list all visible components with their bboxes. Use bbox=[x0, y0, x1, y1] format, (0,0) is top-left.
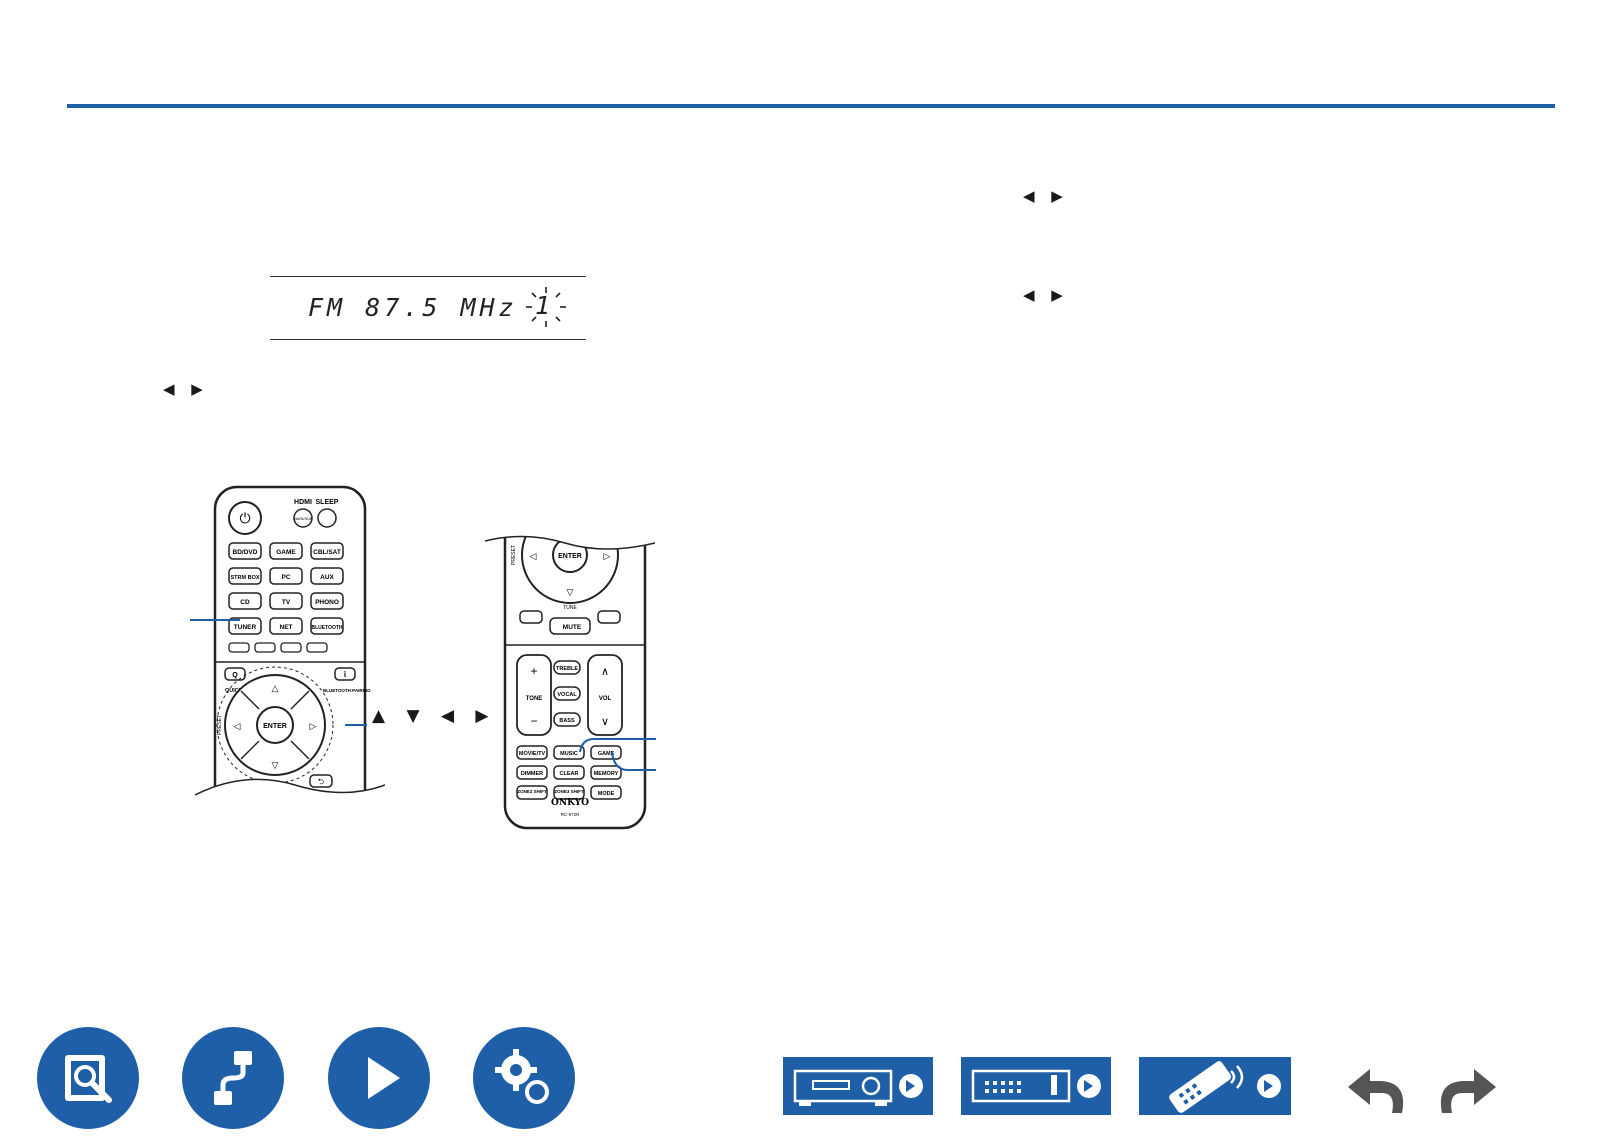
left-right-arrows-1: ◀ ▶ bbox=[1023, 187, 1069, 205]
svg-text:▷: ▷ bbox=[604, 551, 611, 561]
svg-text:MEMORY: MEMORY bbox=[594, 771, 619, 777]
svg-text:◁: ◁ bbox=[530, 551, 537, 561]
header-rule bbox=[67, 104, 1555, 108]
connection-cable-icon[interactable] bbox=[182, 1027, 284, 1129]
svg-text:HDMI: HDMI bbox=[294, 499, 312, 506]
tuner-display: FM 87.5 MHz 1 bbox=[270, 276, 586, 340]
dpad-arrows: ▲ ▼ ◀ ▶ bbox=[372, 706, 497, 726]
callout-dpad bbox=[345, 724, 367, 726]
remote-controller-icon[interactable] bbox=[1139, 1057, 1291, 1115]
svg-text:MODE: MODE bbox=[598, 791, 615, 797]
svg-text:ONKYO: ONKYO bbox=[551, 798, 589, 808]
svg-text:PRESET: PRESET bbox=[511, 545, 517, 565]
svg-text:MAIN/SUB: MAIN/SUB bbox=[293, 516, 313, 521]
svg-text:▽: ▽ bbox=[272, 760, 279, 770]
svg-text:BLUETOOTH PAIRING: BLUETOOTH PAIRING bbox=[323, 688, 371, 693]
svg-text:∧: ∧ bbox=[601, 666, 609, 678]
svg-text:ZONE3 SHIFT: ZONE3 SHIFT bbox=[554, 789, 584, 794]
playback-icon[interactable] bbox=[328, 1027, 430, 1129]
svg-text:VOCAL: VOCAL bbox=[557, 692, 577, 698]
callout-tuner bbox=[190, 619, 240, 621]
svg-text:TUNE: TUNE bbox=[563, 605, 577, 611]
svg-text:Q: Q bbox=[232, 672, 238, 679]
svg-text:BD/DVD: BD/DVD bbox=[233, 549, 258, 556]
left-right-arrows-3: ◀ ▶ bbox=[163, 380, 209, 398]
svg-text:TV: TV bbox=[282, 599, 291, 606]
svg-text:⏻: ⏻ bbox=[239, 511, 250, 527]
svg-text:▽: ▽ bbox=[567, 587, 574, 597]
svg-text:GAME: GAME bbox=[276, 549, 296, 556]
svg-text:△: △ bbox=[272, 683, 279, 693]
svg-text:TREBLE: TREBLE bbox=[556, 666, 578, 672]
svg-text:DIMMER: DIMMER bbox=[521, 771, 543, 777]
svg-text:PC: PC bbox=[281, 574, 290, 581]
callout-clear-memory bbox=[579, 738, 656, 771]
svg-text:TONE: TONE bbox=[526, 696, 543, 702]
svg-text:PRESET: PRESET bbox=[217, 715, 223, 735]
svg-text:SLEEP: SLEEP bbox=[316, 499, 339, 506]
svg-text:RC-972R: RC-972R bbox=[561, 812, 581, 817]
svg-text:◁: ◁ bbox=[234, 721, 241, 731]
svg-text:MUTE: MUTE bbox=[563, 624, 582, 631]
svg-text:BLUETOOTH: BLUETOOTH bbox=[311, 625, 342, 631]
svg-text:CBL/SAT: CBL/SAT bbox=[313, 549, 341, 556]
rear-panel-icon[interactable] bbox=[961, 1057, 1111, 1115]
svg-text:GAME: GAME bbox=[598, 751, 615, 757]
blinking-indicator-icon bbox=[526, 287, 566, 327]
svg-text:TUNER: TUNER bbox=[234, 624, 257, 631]
svg-text:MOVIE/TV: MOVIE/TV bbox=[519, 751, 546, 757]
svg-text:ENTER: ENTER bbox=[558, 553, 582, 560]
svg-text:CD: CD bbox=[240, 599, 250, 606]
svg-text:BASS: BASS bbox=[559, 718, 575, 724]
svg-text:−: − bbox=[530, 714, 537, 728]
svg-text:STRM BOX: STRM BOX bbox=[230, 575, 259, 581]
svg-text:+: + bbox=[530, 664, 537, 678]
left-right-arrows-2: ◀ ▶ bbox=[1023, 286, 1069, 304]
svg-text:MUSIC: MUSIC bbox=[560, 751, 578, 757]
svg-text:ZONE2 SHIFT: ZONE2 SHIFT bbox=[517, 789, 547, 794]
forward-arrow-icon[interactable] bbox=[1432, 1063, 1498, 1115]
svg-text:⮌: ⮌ bbox=[318, 777, 324, 786]
svg-text:NET: NET bbox=[280, 624, 293, 631]
svg-text:AUX: AUX bbox=[320, 574, 334, 581]
svg-text:▷: ▷ bbox=[310, 721, 317, 731]
manual-search-icon[interactable] bbox=[37, 1027, 139, 1129]
front-panel-icon[interactable] bbox=[783, 1057, 933, 1115]
svg-text:i: i bbox=[344, 670, 346, 679]
svg-text:ENTER: ENTER bbox=[263, 723, 287, 730]
display-preset: 1 bbox=[535, 291, 551, 320]
svg-text:PHONO: PHONO bbox=[315, 599, 339, 606]
svg-text:VOL: VOL bbox=[599, 696, 612, 702]
svg-text:∨: ∨ bbox=[601, 716, 609, 728]
remote-illustration-right: ENTER ◁ ▷ ▽ PRESET TUNE MUTE + TONE − TREB… bbox=[485, 535, 655, 830]
back-arrow-icon[interactable] bbox=[1346, 1063, 1412, 1115]
settings-gears-icon[interactable] bbox=[473, 1027, 575, 1129]
display-frequency: FM 87.5 MHz bbox=[308, 293, 518, 322]
svg-text:CLEAR: CLEAR bbox=[560, 771, 579, 777]
remote-illustration-left: ⏻ HDMI SLEEP MAIN/SUB BD/DVD GAME CBL/SA… bbox=[195, 485, 385, 796]
